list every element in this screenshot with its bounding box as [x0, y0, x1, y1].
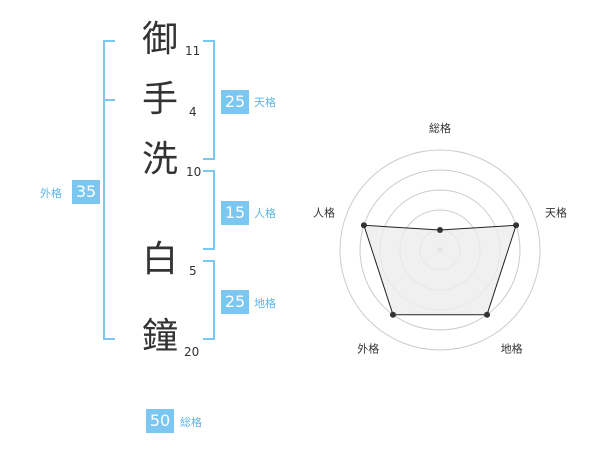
gaikaku-score: 35 [72, 180, 100, 204]
jinkaku-bracket [203, 170, 215, 250]
radar-axis-label-3: 地格 [501, 342, 523, 356]
radar-polygon [363, 224, 517, 316]
radar-axis-label-2: 天格 [545, 205, 567, 219]
radar-point-1 [437, 227, 443, 233]
chikaku-label: 地格 [254, 297, 276, 310]
radar-points [360, 222, 520, 318]
tenkaku-label: 天格 [254, 96, 276, 109]
name-char-4: 白 [141, 239, 178, 280]
stroke-count-5: 20 [184, 345, 200, 359]
tenkaku-score: 25 [221, 90, 249, 114]
soukaku-score: 50 [146, 409, 174, 433]
jinkaku-label: 人格 [254, 207, 276, 220]
stroke-count-2: 4 [189, 105, 197, 119]
radar-ring-2 [359, 169, 521, 331]
radar-point-4 [389, 311, 396, 318]
chikaku-bracket [203, 260, 215, 340]
jinkaku-score: 15 [221, 201, 249, 225]
gaikaku-bracket-tick [103, 99, 115, 101]
radar-point-2 [513, 222, 520, 229]
name-char-3: 洗 [141, 139, 178, 180]
tenkaku-bracket [203, 40, 215, 160]
radar-point-3 [484, 311, 491, 318]
stroke-count-1: 11 [185, 44, 201, 58]
stroke-count-3: 10 [186, 165, 202, 179]
gaikaku-label: 外格 [40, 187, 62, 200]
gaikaku-bracket [103, 40, 115, 340]
name-char-5: 鐘 [141, 316, 178, 357]
stroke-count-4: 5 [189, 264, 197, 278]
radar-axis-label-5: 人格 [313, 205, 335, 219]
radar-axis-label-1: 総格 [429, 121, 451, 135]
soukaku-label: 総格 [180, 416, 202, 429]
radar-point-5 [360, 222, 367, 229]
name-char-1: 御 [141, 19, 178, 60]
radar-axis-label-4: 外格 [357, 342, 379, 356]
name-char-2: 手 [141, 79, 178, 120]
radar-ring-1 [339, 149, 541, 351]
chikaku-score: 25 [221, 290, 249, 314]
